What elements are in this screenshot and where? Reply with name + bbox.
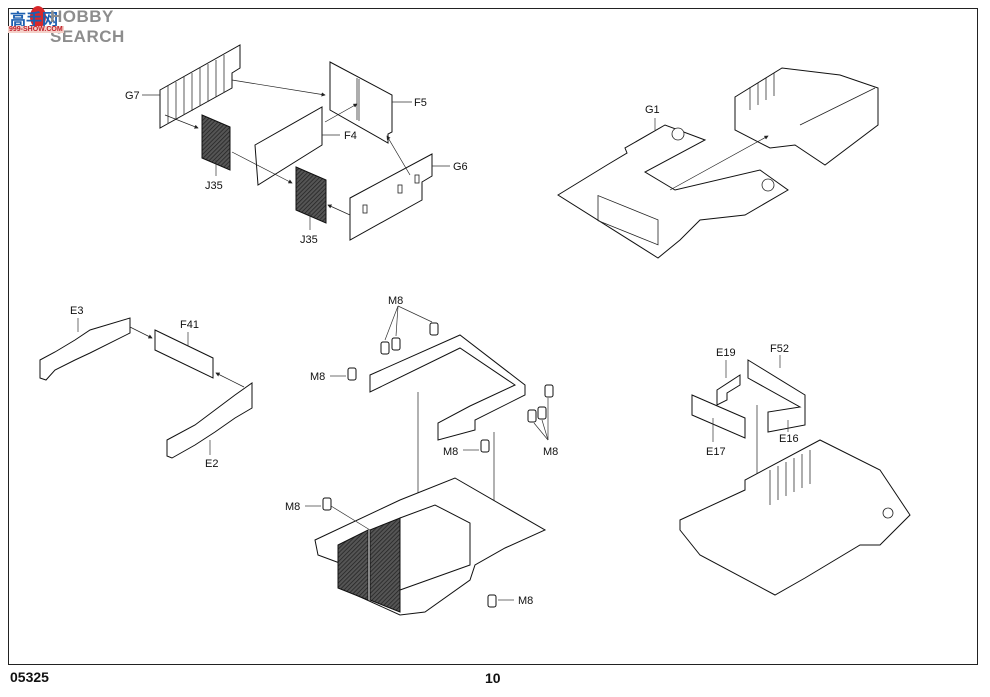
label-m8-right: M8 [543, 446, 558, 458]
label-g7: G7 [125, 90, 140, 102]
label-g1: G1 [645, 104, 660, 116]
label-m8-left: M8 [310, 371, 325, 383]
label-f52: F52 [770, 343, 789, 355]
part-e16: E16 [779, 420, 799, 445]
arrow-g1-box [669, 135, 769, 191]
part-m8-lower: M8 [443, 439, 490, 458]
label-f4: F4 [344, 130, 357, 142]
part-f5: F5 [329, 61, 427, 144]
watermark-chinese: 高手网 [10, 12, 59, 29]
part-m8-hull-right: M8 [487, 594, 533, 608]
label-j35-left: J35 [205, 180, 223, 192]
step-top-left: G7 F5 F4 J35 J35 [125, 44, 468, 246]
label-e17: E17 [706, 446, 726, 458]
part-m8-top: M8 [380, 295, 439, 355]
arrow-g6-j35 [327, 204, 351, 216]
label-m8-top: M8 [388, 295, 403, 307]
label-j35-right: J35 [300, 234, 318, 246]
label-m8-hull-right: M8 [518, 595, 533, 607]
part-g7: G7 [125, 44, 241, 129]
label-e2: E2 [205, 458, 218, 470]
part-hull-base [314, 477, 547, 616]
arrow-j35-j35 [231, 151, 293, 184]
arrow-e2-f41 [215, 372, 245, 388]
part-hull-right [679, 439, 911, 596]
arrow-g7-j35 [164, 114, 199, 129]
watermark-url: 999-SHOW.COM [8, 26, 64, 33]
mascot-icon [30, 6, 46, 28]
part-g1: G1 [557, 104, 789, 259]
part-e2: E2 [166, 382, 253, 470]
part-m8-left: M8 [310, 367, 357, 383]
label-m8-lower: M8 [443, 446, 458, 458]
part-j35-right: J35 [295, 166, 327, 246]
step-middle-left: E3 F41 E2 [39, 305, 253, 470]
part-e17: E17 [691, 394, 746, 458]
part-rear-box [734, 67, 879, 166]
part-f41: F41 [154, 319, 214, 379]
label-g6: G6 [453, 161, 468, 173]
arrow-e3-f41 [129, 326, 153, 339]
product-code: 05325 [10, 669, 49, 685]
part-e3: E3 [39, 305, 131, 381]
part-m8-right-group: M8 [527, 384, 558, 458]
g7-ribs [167, 55, 225, 124]
page-number: 10 [485, 670, 501, 686]
label-e19: E19 [716, 347, 736, 359]
part-f4: F4 [254, 106, 357, 186]
part-m8-hull-left: M8 [285, 497, 371, 531]
step-center: M8 M8 M8 M8 [285, 295, 558, 616]
part-j35-left: J35 [201, 114, 231, 192]
step-right: E19 F52 E17 E16 [679, 343, 911, 596]
arrow-f4-f5 [324, 103, 358, 123]
label-f5: F5 [414, 97, 427, 109]
part-g6: G6 [349, 153, 468, 241]
step-top-right: G1 [557, 67, 879, 259]
part-f52: F52 [747, 343, 806, 433]
watermark-logo: 高手网 HOBBY SEARCH 999-SHOW.COM [2, 2, 162, 46]
part-e19: E19 [716, 347, 741, 406]
label-e16: E16 [779, 433, 799, 445]
page-frame [8, 8, 978, 665]
watermark-brand: HOBBY SEARCH [50, 7, 125, 46]
label-f41: F41 [180, 319, 199, 331]
arrow-g7-f5 [231, 79, 326, 97]
label-e3: E3 [70, 305, 83, 317]
part-frame-upper [369, 334, 526, 441]
arrow-g6-f5 [386, 135, 411, 176]
label-m8-hull-left: M8 [285, 501, 300, 513]
